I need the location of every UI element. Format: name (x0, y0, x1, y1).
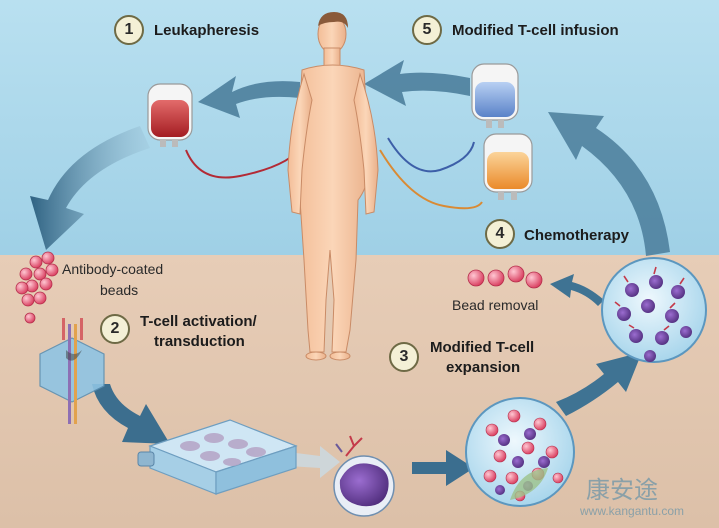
arrow-to-flask (92, 384, 170, 444)
arrow-to-blood-bag (198, 76, 300, 118)
chemotherapy-bag-orange (483, 133, 533, 200)
step-3-label-line1: Modified T-cell (430, 339, 535, 356)
patient-figure (287, 14, 379, 361)
watermark-url: www.kangantu.com (580, 504, 685, 518)
step-1-label: Leukapheresis (154, 22, 260, 39)
infusion-bag-blue (471, 63, 519, 128)
arrow-to-second-culture (556, 352, 642, 416)
beads-label-line1: Antibody-coated (62, 261, 164, 277)
beads-label-line2: beads (100, 282, 139, 298)
blood-bag (147, 83, 193, 147)
step-2-label-line2: transduction (154, 333, 245, 350)
arrow-to-infusion (548, 112, 670, 256)
patient-hair (318, 12, 348, 28)
step-3-label-line2: expansion (446, 359, 521, 376)
arrow-to-beads (30, 126, 150, 250)
expanded-culture-bead-free (601, 257, 707, 363)
arrow-to-cell (288, 446, 340, 478)
step-3-badge: 3 (389, 342, 419, 372)
watermark-chinese: 康安途 (586, 476, 658, 504)
tube-orange (379, 149, 483, 210)
tube-blue (387, 137, 475, 173)
activation-hexagon (39, 318, 105, 424)
step-4-badge: 4 (485, 219, 515, 249)
watermark-leaf-icon (510, 468, 548, 500)
culture-flask (137, 419, 298, 495)
modified-t-cell (333, 435, 395, 517)
antibody-coated-beads (15, 251, 59, 324)
arrow-to-patient (364, 60, 470, 106)
step-2-badge: 2 (100, 314, 130, 344)
step-4-label: Chemotherapy (524, 227, 630, 244)
arrow-bead-removal (550, 274, 604, 306)
step-5-label: Modified T-cell infusion (452, 22, 619, 39)
bead-removal-label: Bead removal (452, 297, 539, 313)
arrow-to-expansion (412, 450, 474, 486)
step-2-label-line1: T-cell activation/ (140, 313, 257, 330)
removed-beads (467, 265, 543, 289)
step-1-badge: 1 (114, 15, 144, 45)
step-5-badge: 5 (412, 15, 442, 45)
